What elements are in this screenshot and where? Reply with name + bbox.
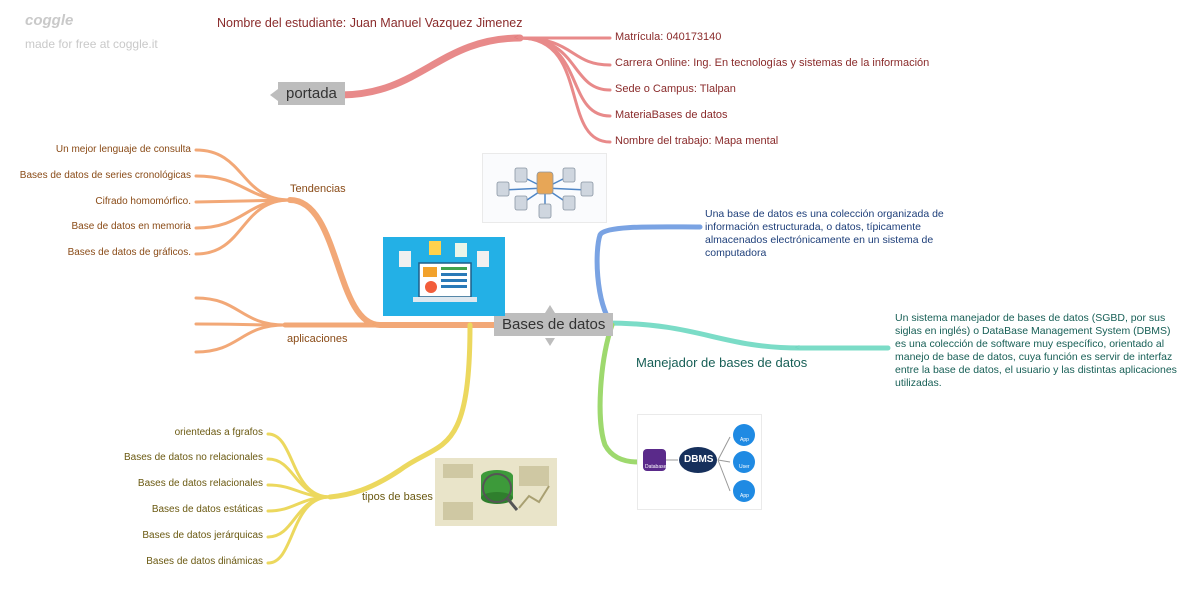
link-marker: < — [514, 33, 519, 42]
dbms-user-label: User — [739, 464, 750, 470]
dbms-center-label: DBMS — [684, 454, 714, 465]
portada-item[interactable]: MateriaBases de datos — [615, 109, 728, 121]
central-node[interactable]: Bases de datos — [494, 313, 614, 336]
dbms-diagram-image: Database DBMS App User App — [637, 414, 762, 510]
tendencias-item[interactable]: Bases de datos de series cronológicas — [19, 170, 191, 181]
coggle-logo[interactable]: coggle — [25, 12, 74, 29]
link-marker: < — [795, 343, 800, 352]
tipos-item[interactable]: Bases de datos relacionales — [137, 478, 263, 489]
branch-definicion — [594, 224, 703, 328]
manejador-text[interactable]: Un sistema manejador de bases de datos (… — [895, 312, 1177, 389]
manejador-label[interactable]: Manejador de bases de datos — [636, 355, 808, 370]
tendencias-item[interactable]: Base de datos en memoria — [71, 221, 191, 232]
dbms-app-label: App — [740, 437, 749, 443]
student-name[interactable]: Nombre del estudiante: Juan Manuel Vazqu… — [217, 16, 523, 30]
link-marker: < — [372, 320, 377, 329]
dbms-database-label: Database — [645, 464, 667, 470]
laptop-apps-image — [383, 237, 505, 316]
portada-item[interactable]: Nombre del trabajo: Mapa mental — [615, 135, 779, 147]
central-node-top-notch — [545, 305, 555, 313]
dbms-app-label: App — [740, 493, 749, 499]
central-node-label: Bases de datos — [502, 316, 606, 333]
tendencias-item[interactable]: Cifrado homomórfico. — [95, 196, 191, 207]
database-analytics-image — [435, 458, 557, 526]
branch-portada — [336, 34, 524, 99]
tendencias-item[interactable]: Un mejor lenguaje de consulta — [55, 144, 191, 155]
tipos-item[interactable]: Bases de datos no relacionales — [124, 452, 263, 463]
portada-item[interactable]: Matrícula: 040173140 — [615, 31, 722, 43]
tendencias-label[interactable]: Tendencias — [290, 183, 346, 195]
portada-node-left-notch — [270, 89, 278, 101]
coggle-tagline[interactable]: made for free at coggle.it — [25, 37, 158, 51]
tipos-item[interactable]: orientedas a fgrafos — [174, 427, 263, 438]
tipos-item[interactable]: Bases de datos jerárquicas — [142, 530, 263, 541]
tendencias-item[interactable]: Bases de datos de gráficos. — [67, 247, 191, 258]
aplicaciones-label[interactable]: aplicaciones — [287, 333, 348, 345]
portada-node[interactable]: portada — [278, 82, 345, 105]
tipos-item[interactable]: Bases de datos dinámicas — [146, 556, 263, 567]
branch-manejador — [603, 320, 891, 351]
tipos-item[interactable]: Bases de datos estáticas — [151, 504, 263, 515]
central-node-bottom-notch — [545, 338, 555, 346]
database-servers-image — [482, 153, 607, 223]
branch-tipos — [327, 322, 473, 500]
branch-dbms-image — [597, 322, 641, 465]
portada-node-label: portada — [286, 85, 337, 102]
portada-item[interactable]: Sede o Campus: Tlalpan — [615, 83, 736, 95]
portada-item[interactable]: Carrera Online: Ing. En tecnologías y si… — [615, 57, 930, 69]
definicion-text[interactable]: Una base de datos es una colección organ… — [705, 208, 944, 259]
